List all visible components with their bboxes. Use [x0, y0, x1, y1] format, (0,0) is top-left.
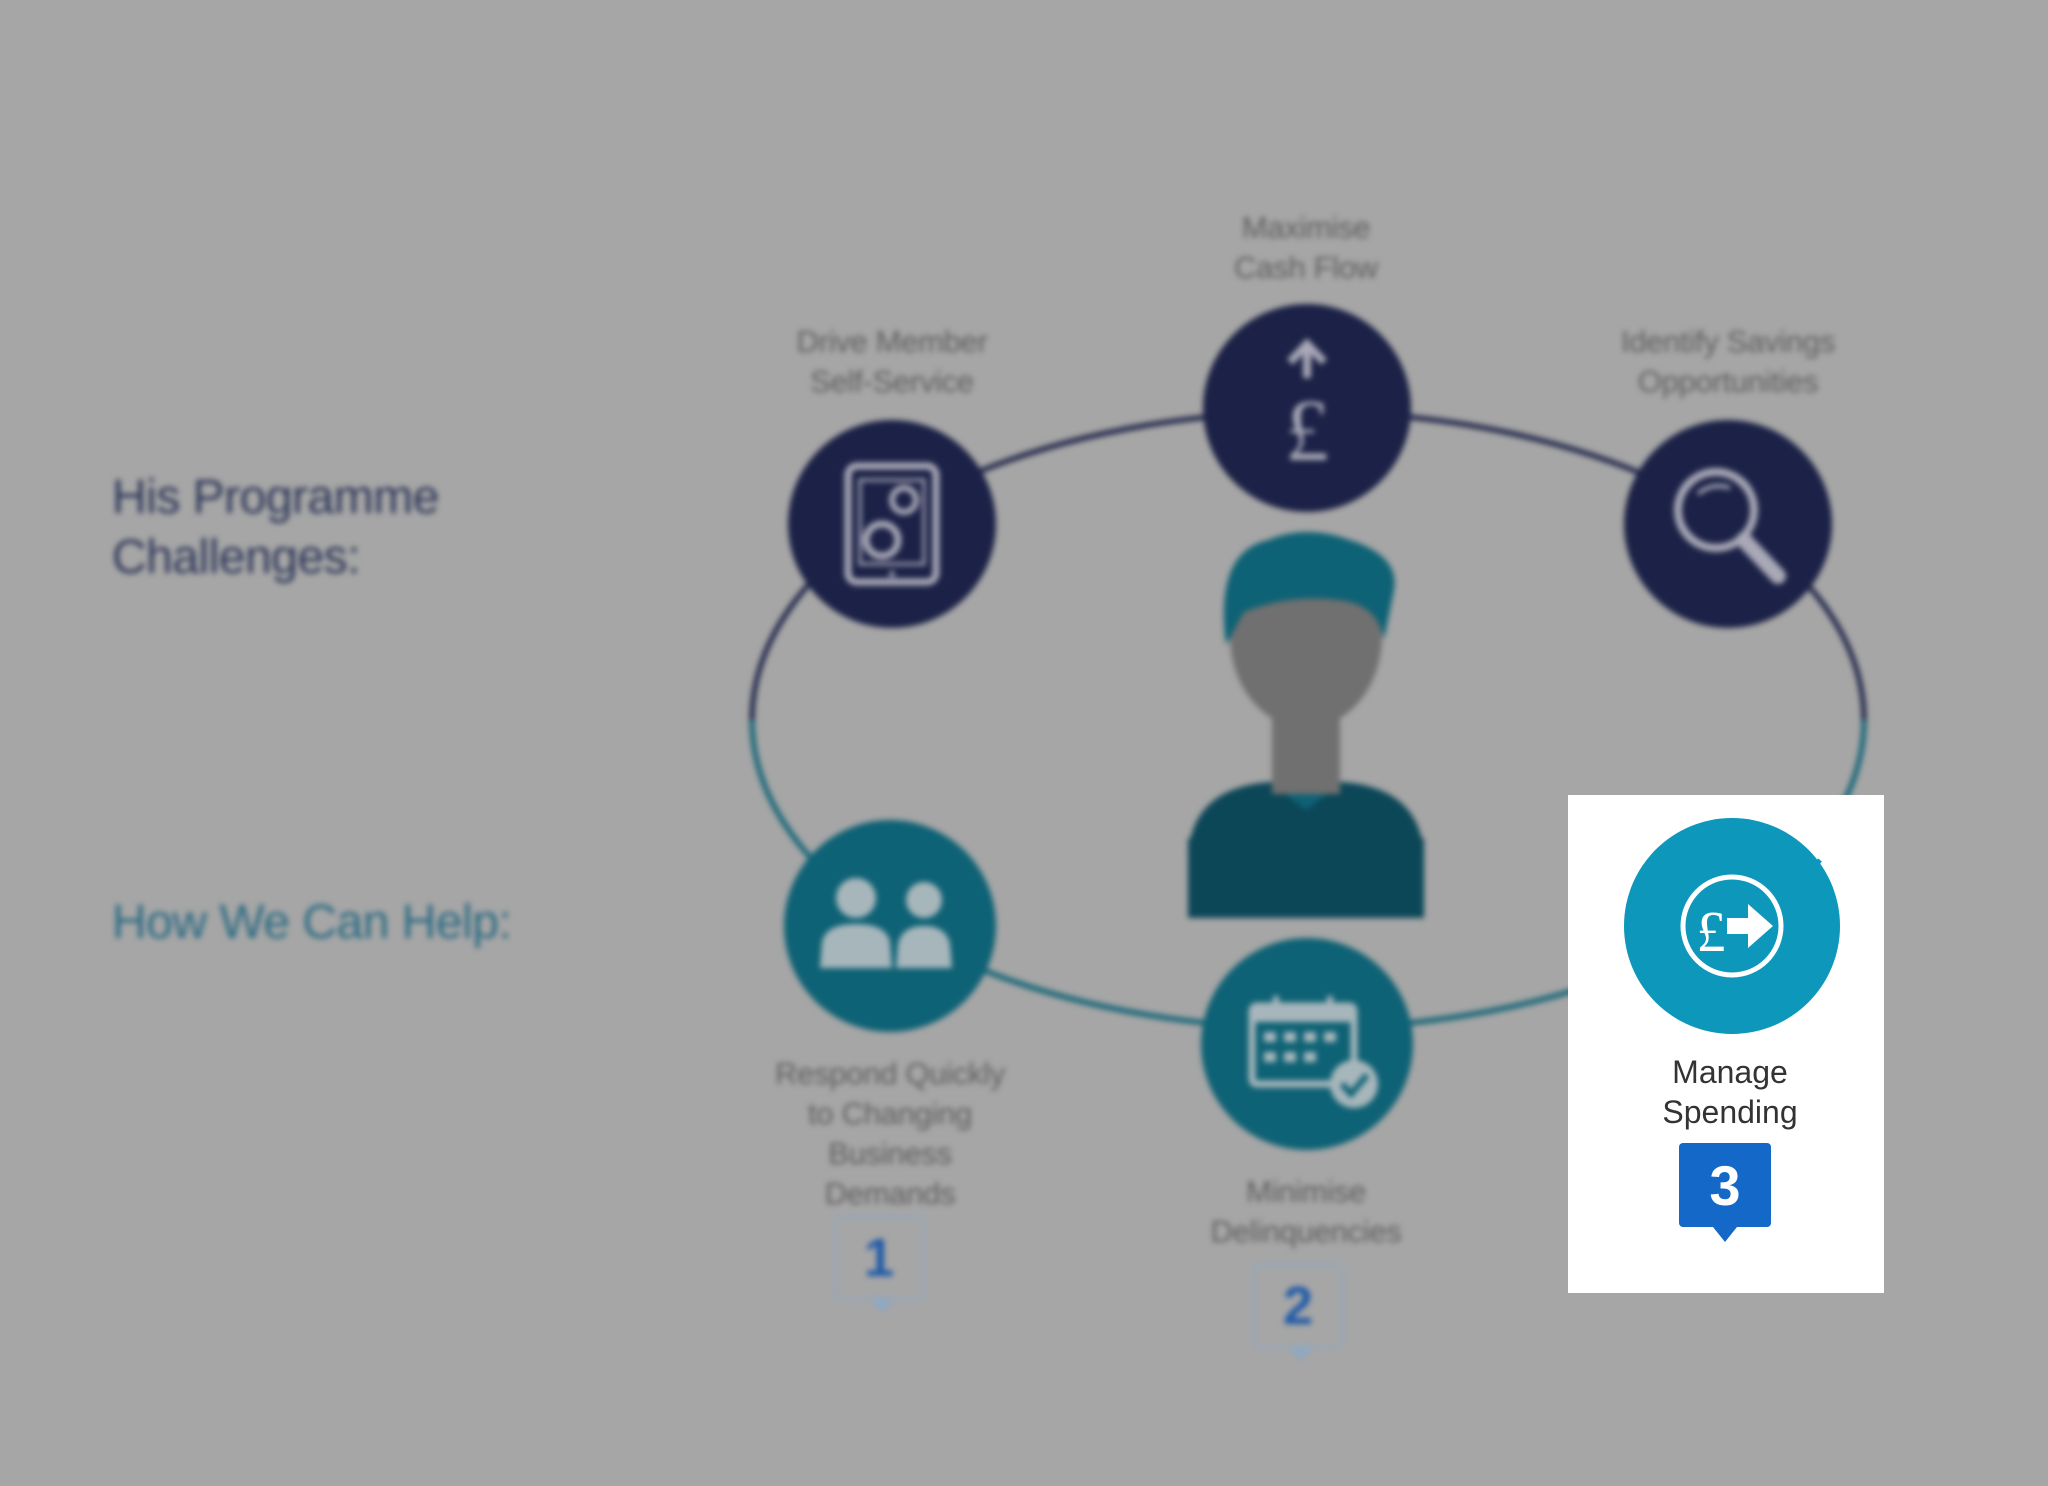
step-badge-2[interactable]: 2	[1253, 1264, 1343, 1361]
node-identify-savings	[1624, 420, 1832, 628]
node-drive-member	[788, 420, 996, 628]
person-avatar-icon	[1188, 532, 1424, 918]
heading-help: How We Can Help:	[112, 896, 512, 949]
node-respond-quickly	[784, 820, 996, 1032]
two-people-icon	[820, 878, 952, 968]
step-badge-3-active[interactable]: 3	[1679, 1143, 1771, 1242]
node-minimise-delinquencies	[1201, 938, 1413, 1150]
tablet-gears-icon	[844, 462, 940, 586]
svg-text:£: £	[1285, 383, 1329, 480]
pound-up-arrow-icon: £	[1285, 338, 1329, 480]
node-maximise-cash: £	[1203, 304, 1411, 512]
step-badge-1[interactable]: 1	[834, 1216, 924, 1313]
calendar-check-icon	[1248, 996, 1378, 1108]
magnifier-icon	[1674, 468, 1786, 584]
heading-challenges: His Programme Challenges:	[112, 471, 439, 584]
